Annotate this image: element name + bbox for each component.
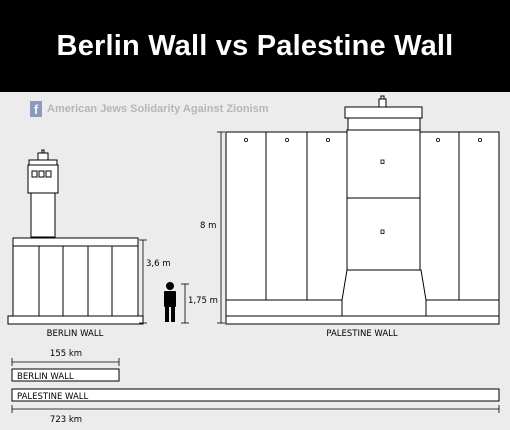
palestine-length-bar xyxy=(11,388,500,402)
berlin-bar-label: BERLIN WALL xyxy=(17,372,74,382)
berlin-length-dimension xyxy=(11,358,120,366)
page-title: Berlin Wall vs Palestine Wall xyxy=(56,29,454,62)
berlin-length-bar xyxy=(11,368,120,382)
person-height-dimension xyxy=(181,283,189,324)
header-banner: Berlin Wall vs Palestine Wall xyxy=(0,0,510,92)
person-height-label: 1,75 m xyxy=(188,296,218,306)
berlin-wall-shape xyxy=(7,237,144,325)
berlin-wall-label: BERLIN WALL xyxy=(47,329,104,339)
wall-bolts xyxy=(243,137,482,234)
berlin-length-label: 155 km xyxy=(50,349,82,359)
credit-text: American Jews Solidarity Against Zionism xyxy=(47,103,269,115)
person-silhouette xyxy=(164,282,176,322)
facebook-icon: f xyxy=(30,101,42,117)
berlin-height-dimension xyxy=(139,239,147,324)
berlin-watchtower xyxy=(27,149,59,238)
palestine-wall-label: PALESTINE WALL xyxy=(326,329,398,339)
berlin-height-label: 3,6 m xyxy=(146,259,171,269)
credit: f American Jews Solidarity Against Zioni… xyxy=(30,101,269,117)
palestine-watchtower xyxy=(344,95,423,271)
palestine-height-label: 8 m xyxy=(200,221,216,231)
palestine-bar-label: PALESTINE WALL xyxy=(17,392,89,402)
palestine-height-dimension xyxy=(217,131,225,324)
palestine-length-dimension xyxy=(11,405,500,413)
palestine-length-label: 723 km xyxy=(50,415,82,425)
